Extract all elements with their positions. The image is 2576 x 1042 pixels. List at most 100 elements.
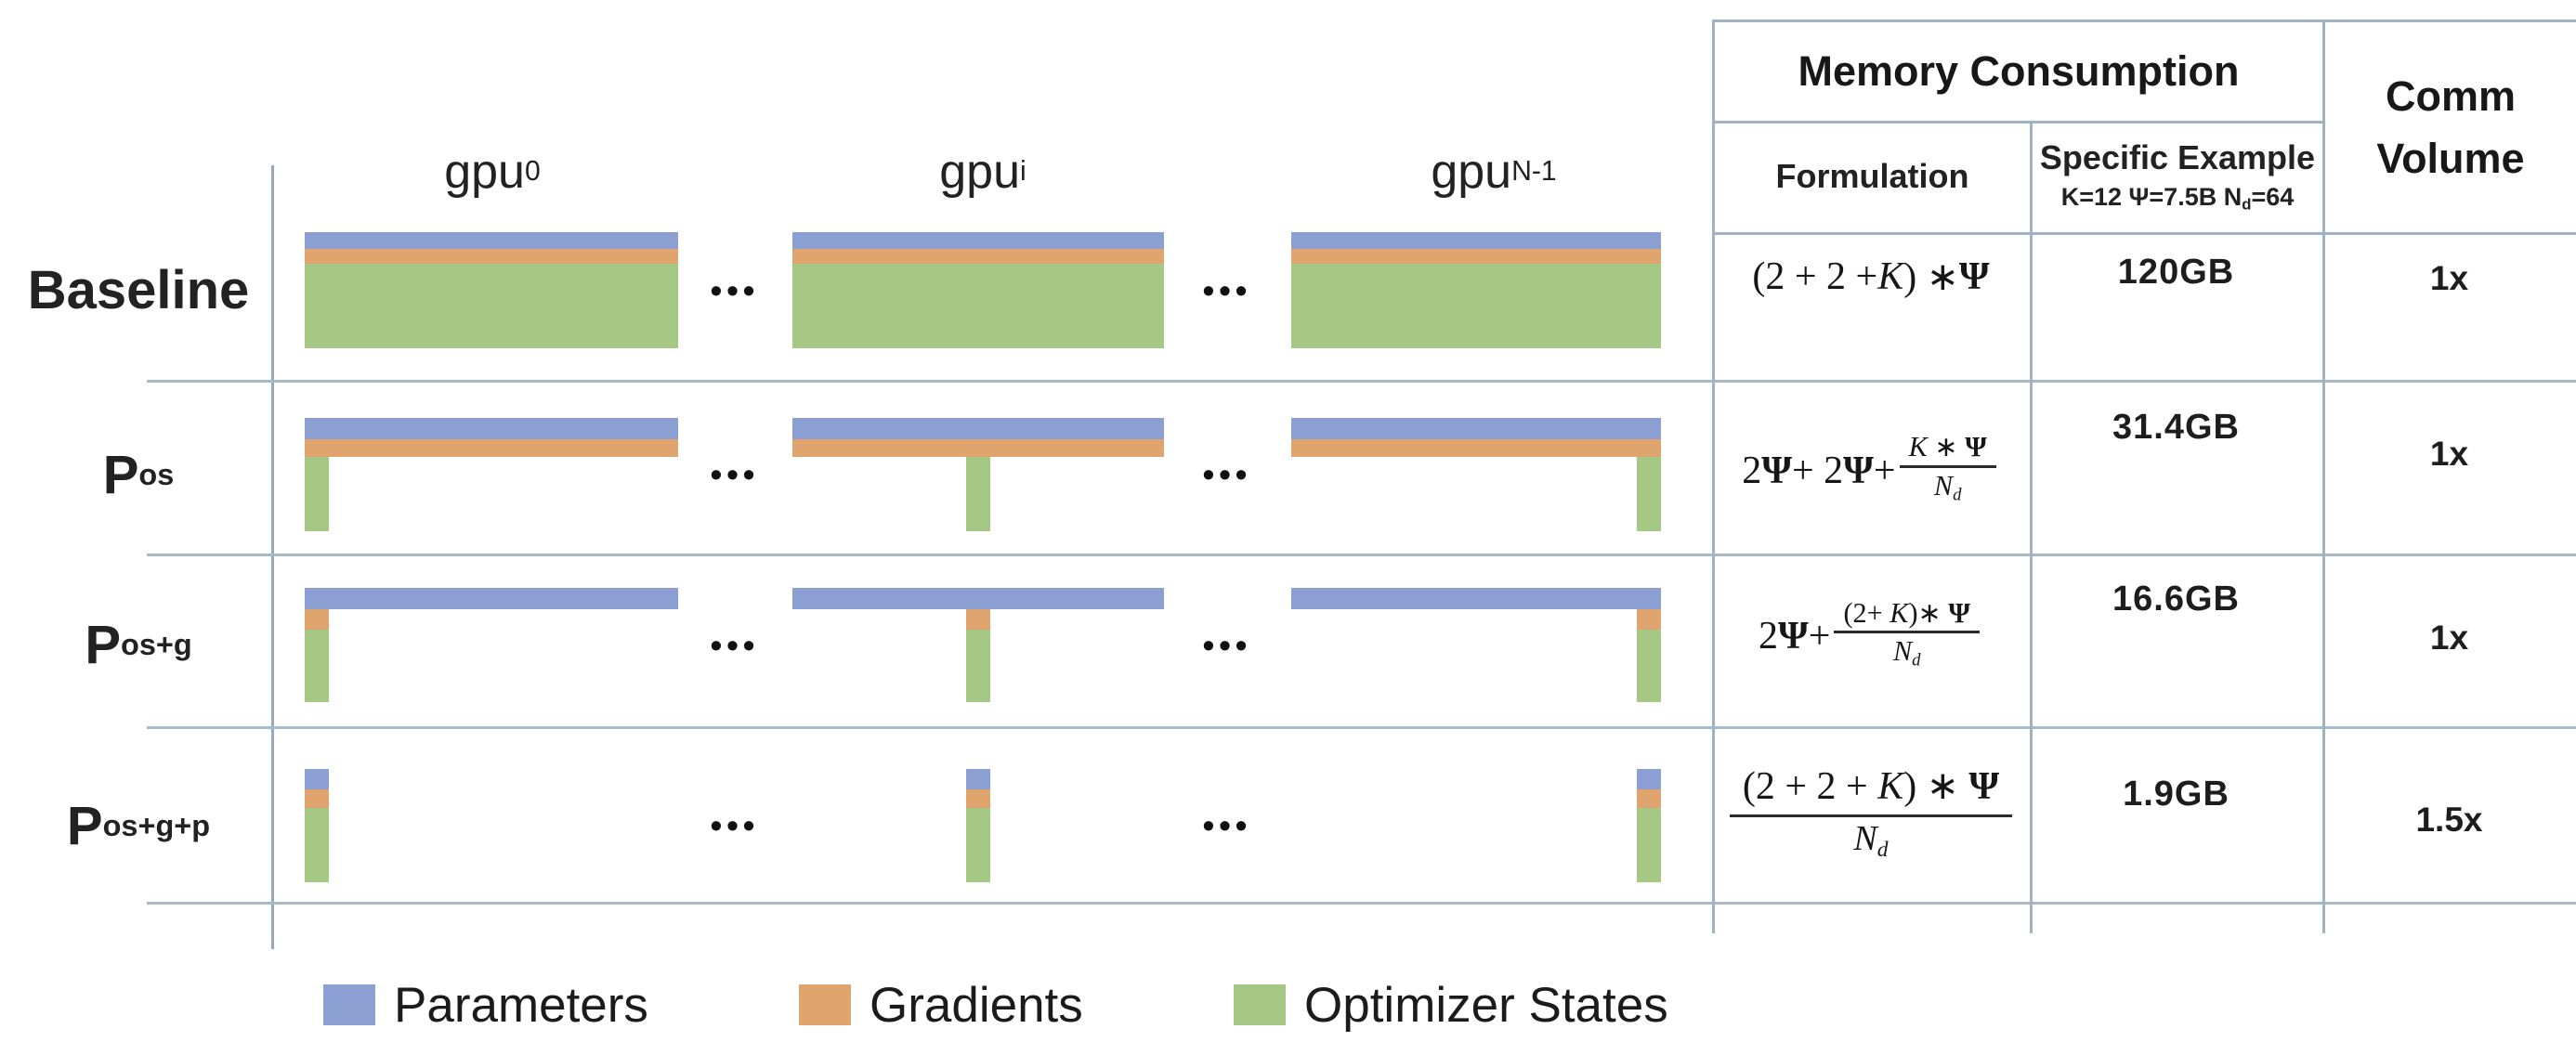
math-token: Ψ <box>1948 596 1970 629</box>
memory-bar-baseline <box>1291 232 1661 348</box>
math-token: Ψ <box>1965 431 1987 463</box>
legend-label: Parameters <box>394 977 648 1033</box>
gradients-sliver-segment <box>1637 609 1661 630</box>
gradients-sliver-segment <box>966 789 990 808</box>
partitioned-sliver <box>305 609 329 702</box>
fraction-numerator: (2+ K)∗ Ψ <box>1834 596 1980 634</box>
optimizer-states-strip <box>305 264 678 348</box>
partitioned-sliver <box>305 769 329 882</box>
legend-swatch <box>323 984 375 1025</box>
gradients-strip <box>792 439 1164 457</box>
parameters-strip <box>305 588 678 609</box>
subheader-underline <box>1712 232 2576 235</box>
memory-bar-p-os-g <box>1291 588 1661 702</box>
partitioned-sliver <box>966 769 990 882</box>
table-left-border <box>1712 20 1715 933</box>
ellipsis: ••• <box>1202 625 1252 664</box>
ellipsis: ••• <box>710 625 760 664</box>
row-separator-line <box>147 726 2576 729</box>
gradients-sliver-segment <box>966 609 990 630</box>
ellipsis: ••• <box>710 270 760 309</box>
math-token: K <box>1877 254 1904 298</box>
constant-psi: Ψ <box>2128 183 2150 212</box>
formulation-cell: (2 + 2 + K) ∗ Ψ <box>1715 202 2027 350</box>
comm-volume-cell: 1.5x <box>2415 800 2483 839</box>
math-token: d <box>1953 485 1962 505</box>
partitioned-sliver <box>966 457 990 531</box>
memory-bar-p-os-g-p <box>1291 769 1661 882</box>
math-token: (2 + 2 + <box>1752 254 1878 298</box>
memory-bar-p-os-g <box>305 588 678 702</box>
row-label-subscript: os+g <box>121 628 192 661</box>
legend-swatch <box>1234 984 1286 1025</box>
row-label-main: Baseline <box>27 260 250 320</box>
optimizer-states-sliver-segment <box>305 808 329 882</box>
row-label-baseline: Baseline <box>6 249 271 332</box>
constant-psi-value: =7.5B <box>2149 183 2224 212</box>
specific-example-constants: K=12 Ψ=7.5B Nd=64 <box>2061 183 2295 215</box>
parameters-strip <box>305 418 678 439</box>
gradients-strip <box>792 249 1164 264</box>
row-label-main: P <box>102 444 139 505</box>
memory-bar-p-os <box>305 418 678 531</box>
math-token: Ψ <box>1843 449 1874 492</box>
gradients-strip <box>305 249 678 264</box>
parameters-strip <box>1291 232 1661 249</box>
math-token: (2 + 2 + <box>1742 765 1878 809</box>
ellipsis: ••• <box>1202 806 1252 844</box>
math-token: )∗ <box>1908 596 1949 629</box>
gradients-strip <box>1291 439 1661 457</box>
gpu-label-subscript: i <box>1020 156 1026 187</box>
row-separator-line <box>147 554 2576 556</box>
parameters-strip <box>1291 418 1661 439</box>
memory-bar-p-os-g <box>792 588 1164 702</box>
memory-bar-p-os-g-p <box>792 769 1164 882</box>
math-token: N <box>1853 818 1877 858</box>
math-token: d <box>1912 650 1921 671</box>
ellipsis: ••• <box>710 455 760 493</box>
example-cell: 1.9GB <box>2123 775 2229 814</box>
optimizer-states-strip <box>1291 264 1661 348</box>
parameters-sliver-segment <box>966 769 990 789</box>
row-label-subscript: os+g+p <box>102 808 211 842</box>
math-token: ∗ <box>1927 431 1966 463</box>
optimizer-states-sliver-segment <box>966 457 990 531</box>
legend-item-optimizer-states: Optimizer States <box>1234 975 1668 1035</box>
constant-nd: N <box>2223 183 2243 212</box>
partitioned-sliver <box>1637 609 1661 702</box>
math-token: N <box>1933 469 1954 501</box>
optimizer-states-sliver-segment <box>1637 808 1661 882</box>
gpu-label-base: gpu <box>939 145 1021 199</box>
math-token: K <box>1877 765 1904 809</box>
partitioned-sliver <box>1637 769 1661 882</box>
comm-volume-cell: 1x <box>2429 619 2469 657</box>
legend-swatch <box>799 984 851 1025</box>
specific-example-column-header: Specific Example K=12 Ψ=7.5B Nd=64 <box>2033 121 2322 232</box>
example-cell: 31.4GB <box>2112 408 2240 447</box>
ellipsis: ••• <box>710 806 760 844</box>
fraction-numerator: K ∗ Ψ <box>1899 431 1996 468</box>
partitioned-sliver <box>1637 457 1661 531</box>
row-label-subscript: os <box>138 457 175 491</box>
optimizer-states-strip <box>792 264 1164 348</box>
math-token: Ψ <box>1778 615 1809 658</box>
table-top-border <box>1712 20 2576 22</box>
parameters-strip <box>792 588 1164 609</box>
parameters-strip <box>305 232 678 249</box>
math-token: ) ∗ <box>1903 765 1969 809</box>
comm-volume-line2: Volume <box>2376 135 2525 182</box>
math-token: K <box>1890 596 1909 629</box>
gradients-sliver-segment <box>305 789 329 808</box>
memory-bar-p-os <box>792 418 1164 531</box>
gpu-label-base: gpu <box>444 145 525 199</box>
constant-nd-subscript: d <box>2242 195 2252 214</box>
